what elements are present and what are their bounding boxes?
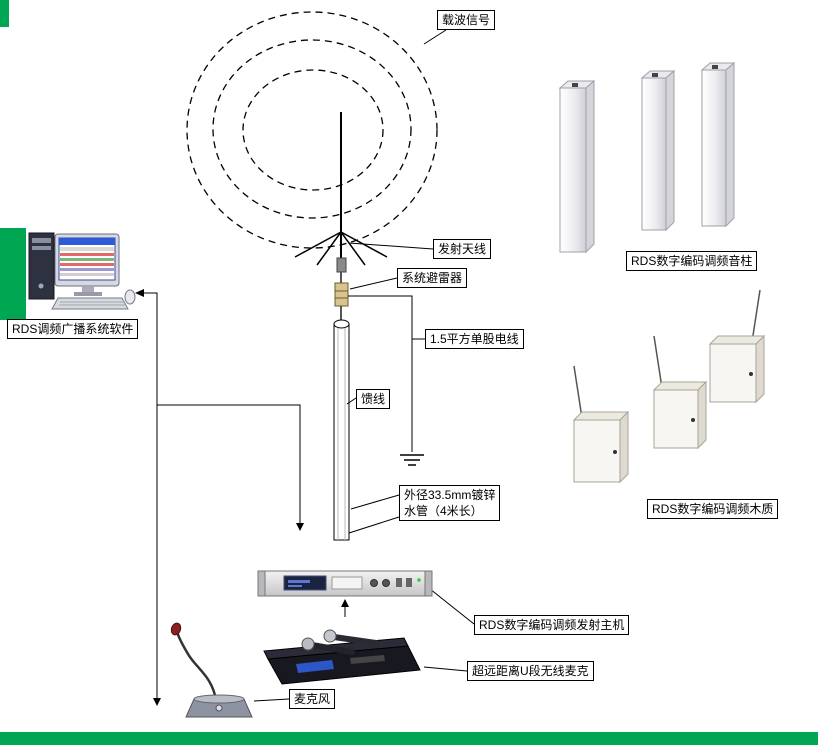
label-column-speakers: RDS数字编码调频音柱 xyxy=(626,251,758,271)
green-strip-left xyxy=(0,228,26,320)
galvanized-pipe-illustration xyxy=(333,319,350,541)
computer-illustration xyxy=(28,232,136,310)
label-transmit-antenna: 发射天线 xyxy=(433,239,492,259)
ground-symbol xyxy=(400,454,424,466)
label-pipe-spec-line2: 水管（4米长） xyxy=(404,504,483,518)
label-lightning-arrester: 系统避雷器 xyxy=(397,268,468,288)
label-microphone: 麦克风 xyxy=(289,689,336,709)
label-wireless-mic: 超远距离U段无线麦克 xyxy=(467,661,594,681)
label-feeder-line: 馈线 xyxy=(356,389,391,409)
connection-arrowheads xyxy=(135,289,349,706)
green-strip-top-left xyxy=(0,0,9,27)
label-pipe-spec: 外径33.5mm镀锌 水管（4米长） xyxy=(399,485,501,521)
label-transmitter-host: RDS数字编码调频发射主机 xyxy=(474,615,630,635)
wooden-speaker-illustration-2 xyxy=(652,335,708,450)
leader-lines xyxy=(253,29,475,702)
wooden-speaker-illustration-1 xyxy=(572,365,630,484)
green-strip-bottom xyxy=(0,732,818,745)
column-speaker-illustration-3 xyxy=(700,61,736,228)
label-single-strand-wire: 1.5平方单股电线 xyxy=(425,329,524,349)
ground-wire xyxy=(348,295,413,452)
label-software: RDS调频广播系统软件 xyxy=(7,319,139,339)
column-speaker-illustration-2 xyxy=(640,69,676,232)
label-carrier-signal: 载波信号 xyxy=(437,10,496,30)
label-wooden-speakers: RDS数字编码调频木质 xyxy=(647,499,779,519)
wooden-speaker-illustration-3 xyxy=(708,289,766,404)
connection-lines xyxy=(144,292,346,700)
lightning-arrester-illustration xyxy=(334,272,349,322)
carrier-wave-ellipses xyxy=(186,11,438,249)
column-speaker-illustration-1 xyxy=(558,79,596,254)
gooseneck-microphone-illustration xyxy=(170,622,253,718)
transmitter-host-illustration xyxy=(257,570,433,597)
wireless-mic-receiver-illustration xyxy=(263,629,421,685)
label-pipe-spec-line1: 外径33.5mm镀锌 xyxy=(404,488,496,502)
